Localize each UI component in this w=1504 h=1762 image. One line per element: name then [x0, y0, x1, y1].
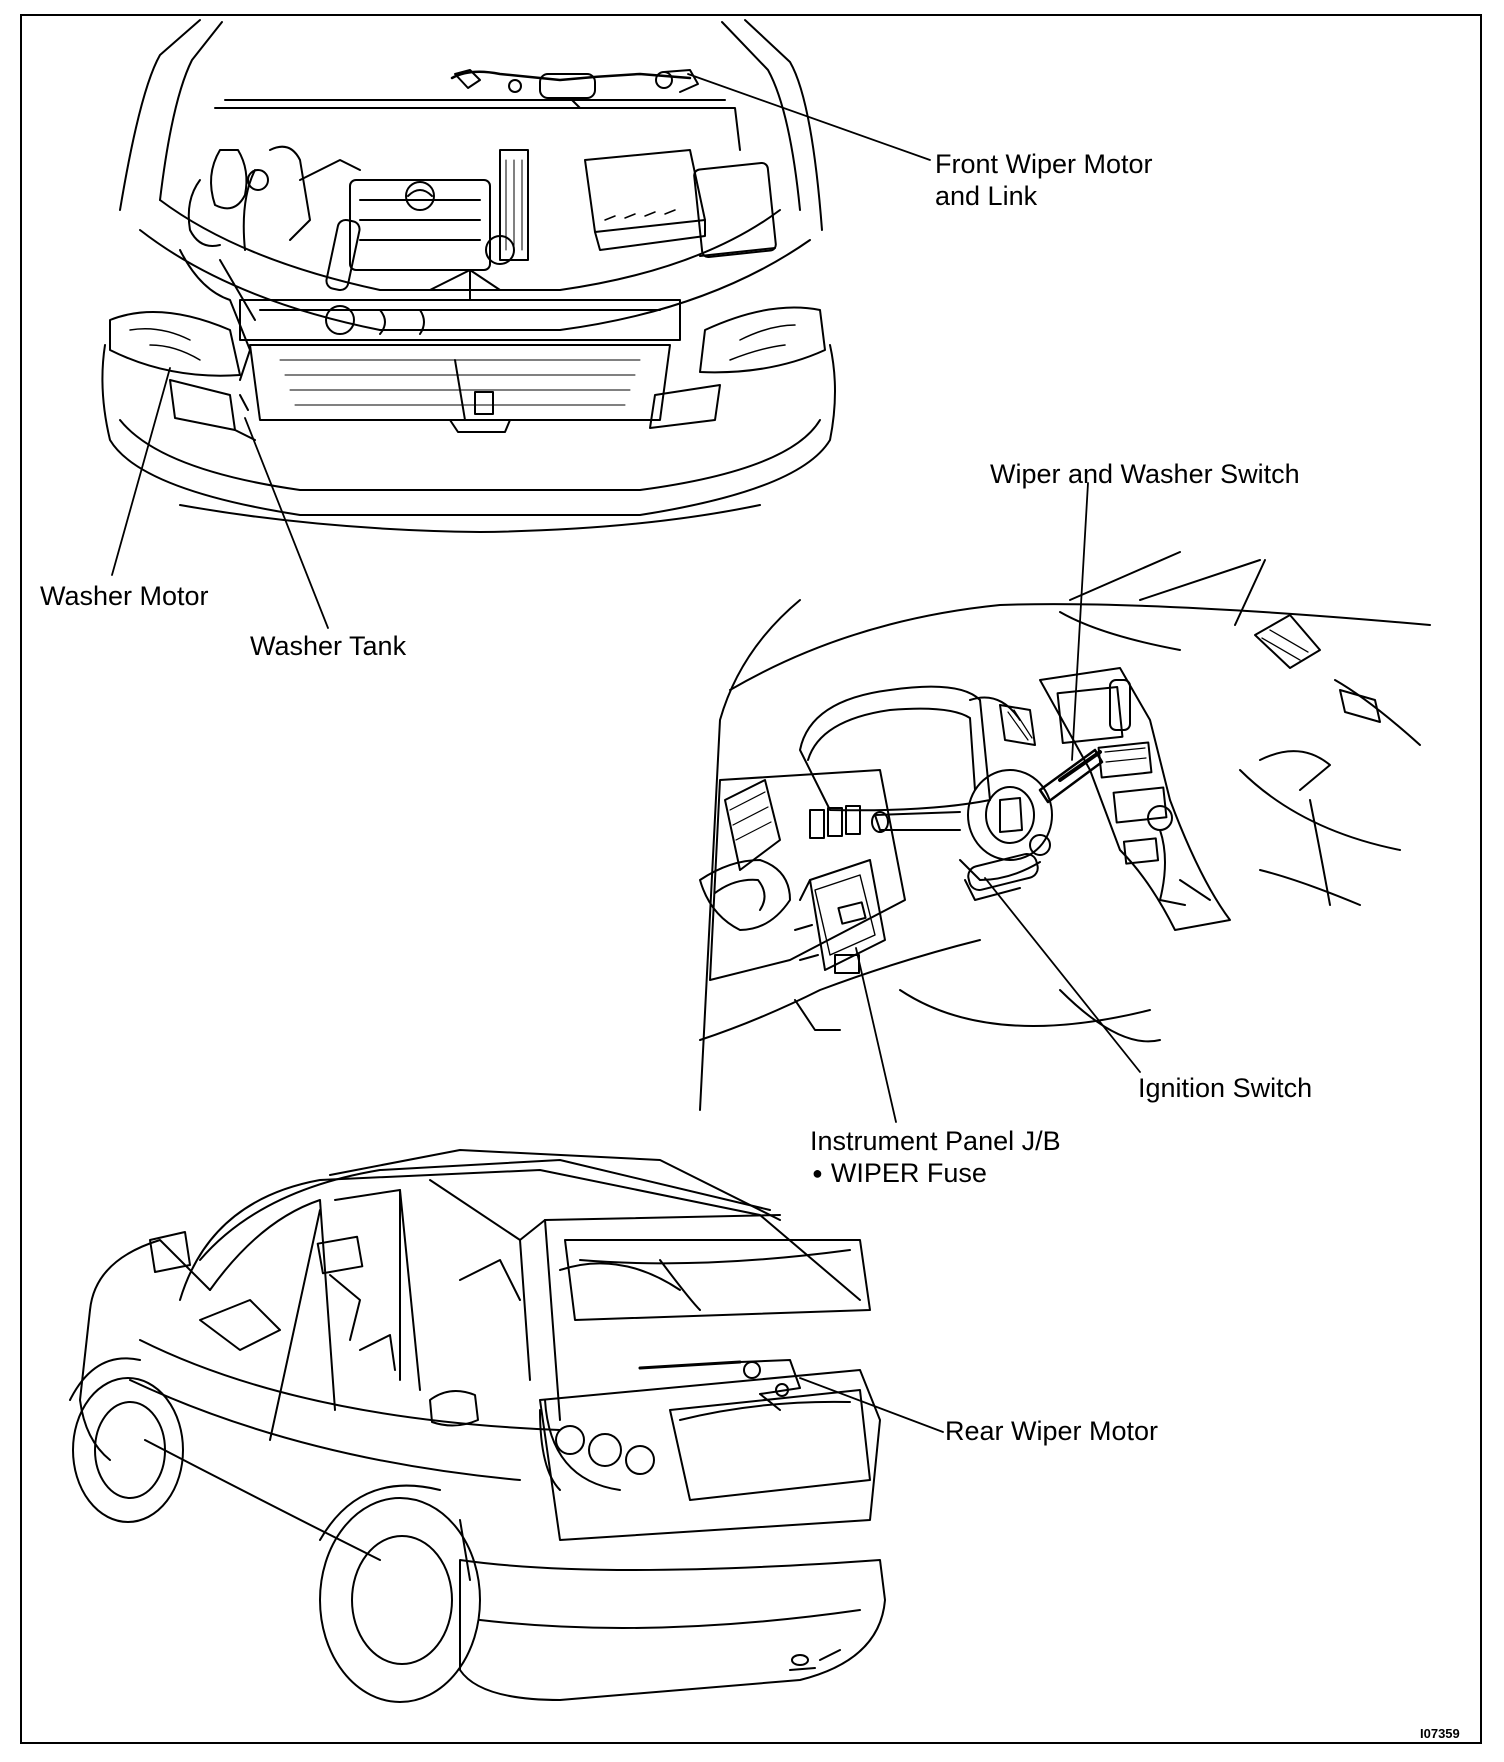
engine-bay-illustration [102, 20, 835, 532]
leader-front-wiper [688, 74, 930, 160]
label-ignition-switch: Ignition Switch [1138, 1073, 1313, 1103]
figure-code: I07359 [1420, 1726, 1460, 1741]
label-front-wiper-motor: Front Wiper Motor [935, 149, 1153, 179]
leader-wiper-washer-switch [1072, 483, 1088, 760]
label-instrument-panel-jb: Instrument Panel J/B [810, 1126, 1061, 1156]
leader-rear-wiper-motor [800, 1378, 943, 1432]
dashboard-illustration [700, 552, 1430, 1110]
leader-washer-motor [112, 368, 170, 575]
label-rear-wiper-motor: Rear Wiper Motor [945, 1416, 1159, 1446]
leader-washer-tank [245, 418, 328, 628]
rear-vehicle-illustration [70, 1150, 885, 1702]
label-wiper-fuse: WIPER Fuse [812, 1157, 987, 1192]
label-front-wiper-link: and Link [935, 181, 1038, 211]
label-washer-motor: Washer Motor [40, 581, 209, 611]
label-wiper-washer-switch: Wiper and Washer Switch [990, 459, 1300, 489]
diagram-frame [20, 14, 1482, 1744]
leader-ignition-switch [985, 878, 1140, 1072]
wiper-fuse-text: WIPER Fuse [830, 1158, 987, 1188]
label-washer-tank: Washer Tank [250, 631, 407, 661]
leader-instrument-panel-jb [856, 948, 896, 1122]
